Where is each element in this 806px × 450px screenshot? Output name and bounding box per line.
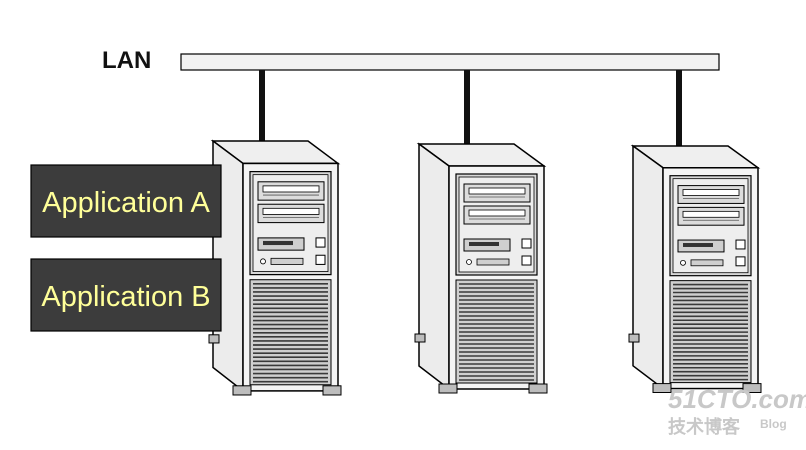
application-a-label: Application A [42, 187, 210, 219]
lan-bus [180, 53, 720, 71]
watermark-sub: 技术博客 [668, 416, 741, 438]
server-tower-1 [208, 140, 342, 396]
watermark-main: 51CTO.com [668, 384, 806, 414]
lan-label: LAN [102, 47, 151, 74]
watermark: 51CTO.com 技术博客 Blog [668, 384, 806, 438]
watermark-blog: Blog [760, 417, 787, 431]
application-box-a: Application A [30, 164, 222, 238]
application-box-b: Application B [30, 258, 222, 332]
server-tower-2 [414, 143, 548, 394]
application-b-label: Application B [41, 281, 210, 313]
server-tower-3 [628, 145, 762, 394]
